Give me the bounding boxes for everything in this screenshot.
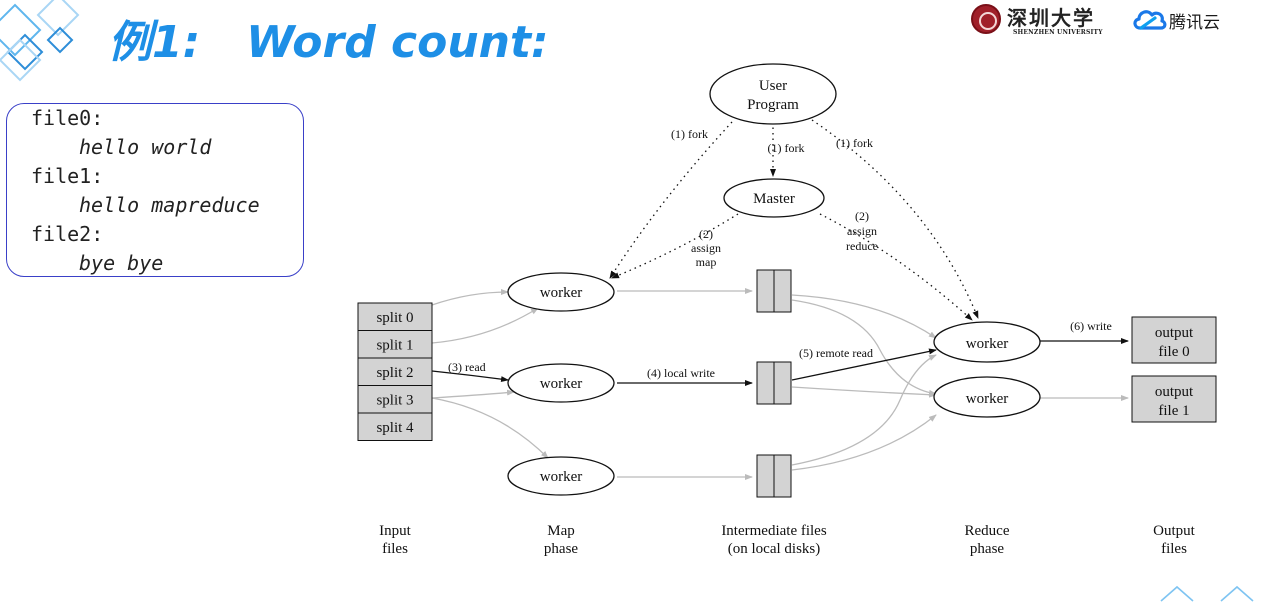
phase-label: Output	[1153, 523, 1196, 539]
header-logos: 深圳大学 SHENZHEN UNIVERSITY 腾讯云	[971, 0, 1261, 44]
phase-label: phase	[970, 541, 1004, 557]
reduce-worker-node: worker	[933, 321, 1041, 363]
intermediate-file	[756, 361, 792, 405]
intermediate-file	[756, 454, 792, 498]
master-label: Master	[753, 191, 795, 207]
cloud-brand-name: 腾讯云	[1169, 13, 1220, 33]
split-label: split 4	[376, 420, 414, 436]
phase-labels: Input files Map phase Intermediate files…	[379, 523, 1196, 557]
phase-label: Intermediate files	[721, 523, 827, 539]
worker-label: worker	[540, 285, 582, 301]
worker-label: worker	[540, 376, 582, 392]
user-program-label: User	[759, 78, 787, 94]
assign-map-label: map	[696, 255, 717, 269]
intermediate-file	[756, 269, 792, 313]
file-name: file0:	[31, 106, 104, 130]
fork-label: (1) fork	[836, 136, 873, 150]
local-write-label: (4) local write	[647, 366, 715, 380]
university-name: 深圳大学	[1007, 6, 1095, 30]
fork-label: (1) fork	[671, 127, 708, 141]
file-name: file2:	[31, 222, 104, 246]
reduce-worker-node: worker	[933, 376, 1041, 418]
user-program-label: Program	[747, 97, 799, 113]
output-file-1: output file 1	[1131, 375, 1217, 423]
output-label: file 1	[1158, 403, 1189, 419]
read-label: (3) read	[448, 360, 486, 374]
split-label: split 3	[376, 393, 413, 409]
map-worker-node: worker	[507, 456, 615, 496]
corner-decoration	[0, 0, 80, 82]
university-english-name: SHENZHEN UNIVERSITY	[1013, 29, 1103, 36]
worker-label: worker	[966, 391, 1008, 407]
output-label: file 0	[1158, 344, 1189, 360]
phase-label: files	[382, 541, 408, 557]
assign-reduce-label: (2)	[855, 209, 869, 223]
worker-label: worker	[540, 469, 582, 485]
output-label: output	[1155, 384, 1194, 400]
file-name: file1:	[31, 164, 104, 188]
slide-title: 例1: Word count:	[108, 17, 549, 68]
output-file-0: output file 0	[1131, 316, 1217, 364]
map-worker-node: worker	[507, 363, 615, 403]
corner-chevron-decoration	[1160, 585, 1254, 602]
phase-label: (on local disks)	[728, 541, 820, 557]
assign-reduce-label: assign	[847, 224, 877, 238]
assign-map-label: assign	[691, 241, 721, 255]
assign-map-label: (2)	[699, 227, 713, 241]
phase-label: phase	[544, 541, 578, 557]
input-splits: split 0 split 1 split 2 split 3 split 4	[357, 302, 433, 441]
file-content: bye bye	[79, 251, 164, 275]
split-label: split 0	[376, 310, 413, 326]
phase-label: Map	[547, 523, 575, 539]
fork-label: (1) fork	[768, 141, 805, 155]
phase-label: Reduce	[965, 523, 1010, 539]
user-program-node: User Program	[709, 63, 837, 125]
university-seal-icon	[971, 4, 1001, 34]
file-content: hello mapreduce	[79, 193, 260, 217]
file-content: hello world	[79, 135, 212, 159]
phase-label: files	[1161, 541, 1187, 557]
map-worker-node: worker	[507, 272, 615, 312]
assign-reduce-label: reduce	[846, 239, 878, 253]
worker-label: worker	[966, 336, 1008, 352]
split-label: split 1	[376, 338, 413, 354]
master-node: Master	[723, 178, 825, 218]
input-files-box: file0: hello world file1: hello mapreduc…	[6, 103, 304, 277]
split-label: split 2	[376, 365, 413, 381]
output-label: output	[1155, 325, 1194, 341]
write-label: (6) write	[1070, 319, 1112, 333]
phase-label: Input	[379, 523, 411, 539]
cloud-logo-icon	[1133, 10, 1167, 30]
remote-read-label: (5) remote read	[799, 346, 873, 360]
